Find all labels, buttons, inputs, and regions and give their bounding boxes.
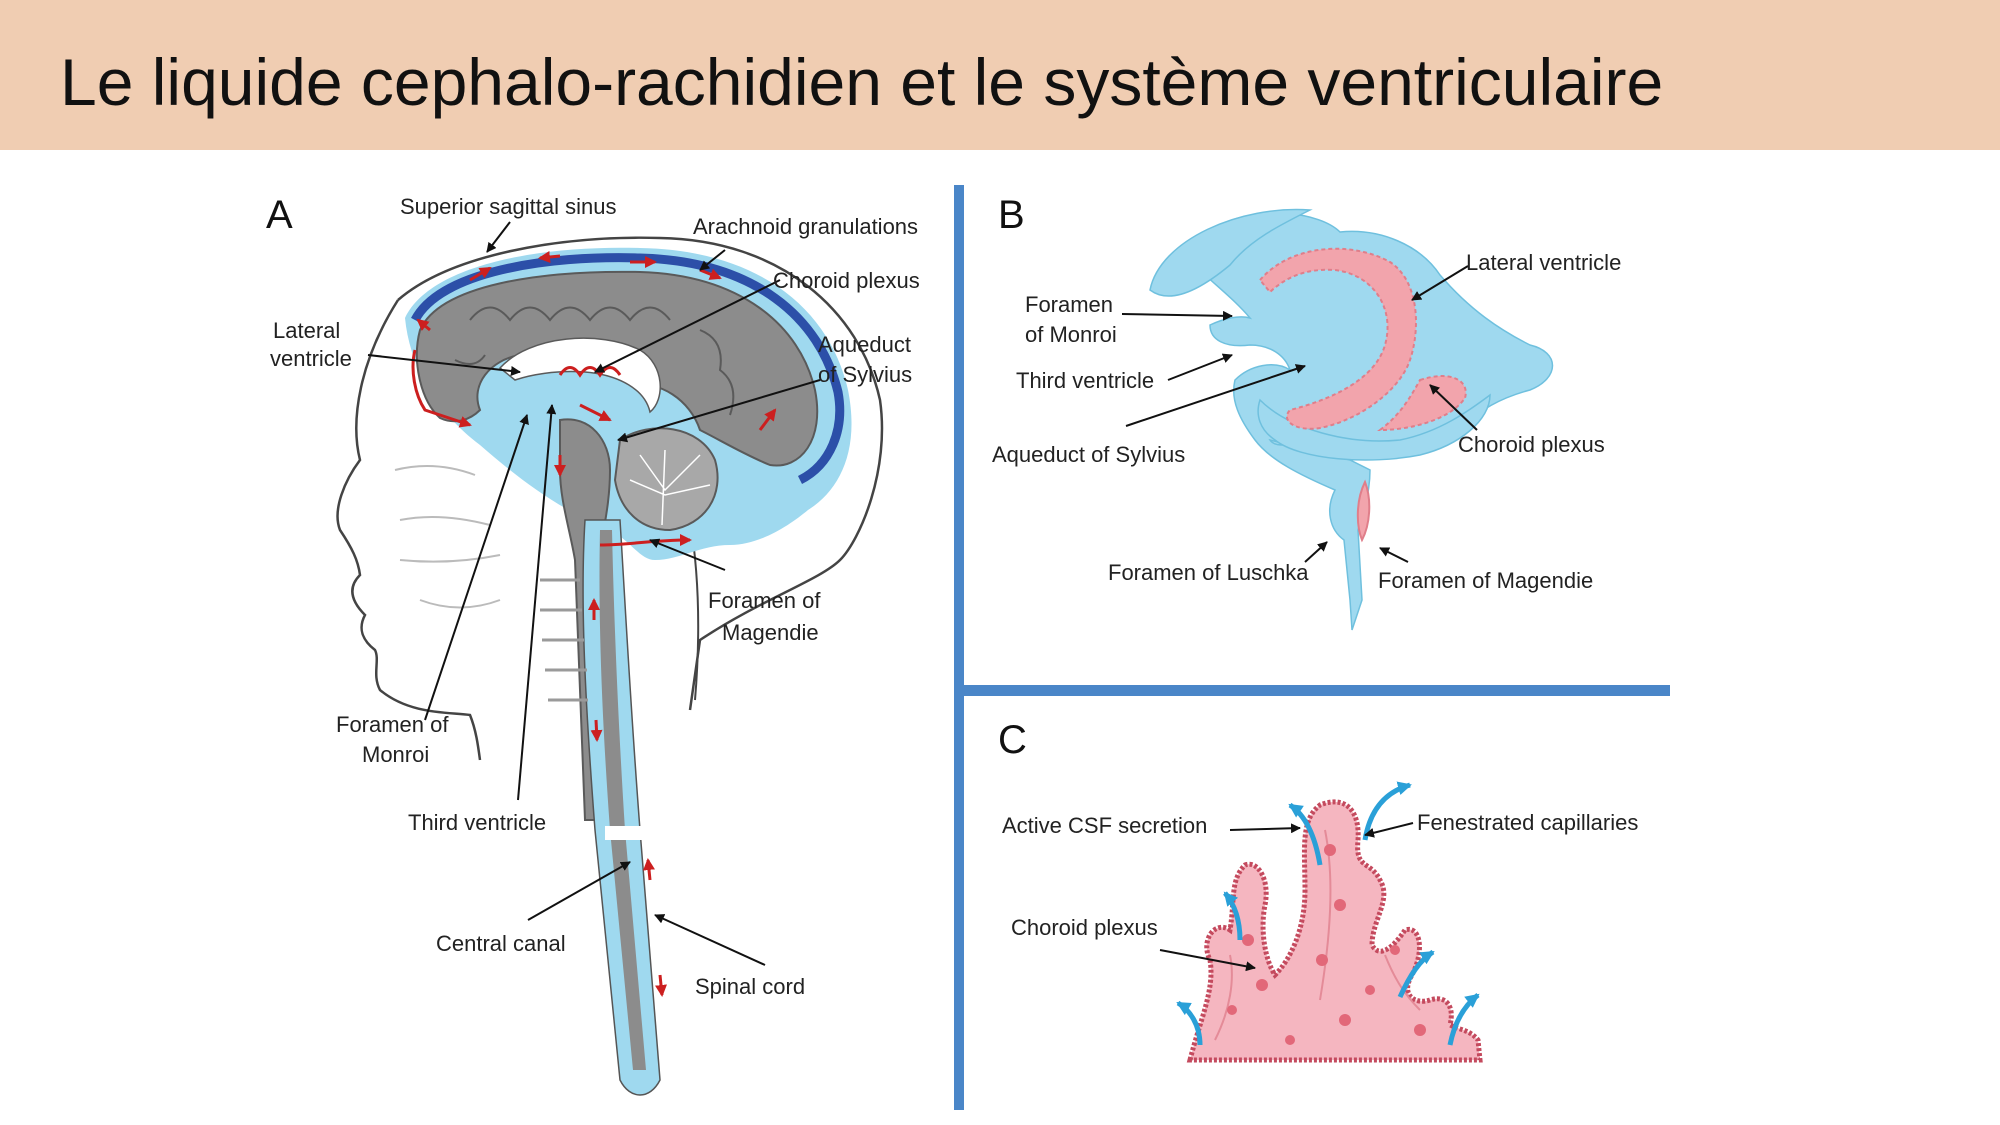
choroid-villi <box>1186 799 1483 1063</box>
head-outline <box>397 236 884 711</box>
fenestrated-capillaries <box>1227 844 1426 1045</box>
choroid-plexus-b-inferior <box>1377 375 1467 432</box>
horizontal-divider <box>964 685 1670 696</box>
inferior-horn <box>1257 393 1491 461</box>
panel-b-letter: B <box>998 193 1025 237</box>
label-choroid-plexus-a: Choroid plexus <box>773 268 920 293</box>
label-foramen-monroi-b-line1: Foramen <box>1025 292 1113 317</box>
label-third-ventricle-a: Third ventricle <box>408 810 546 835</box>
panel-c-leaders <box>1159 822 1414 972</box>
label-foramen-magendie-line1: Foramen of <box>708 588 821 613</box>
lateral-ventricle-lobe <box>1149 208 1313 297</box>
spinal-cord-tissue <box>599 530 646 1070</box>
label-choroid-plexus-b: Choroid plexus <box>1458 432 1605 457</box>
nasal-oral-structures <box>394 465 501 609</box>
label-lateral-ventricle-line1: Lateral <box>273 318 340 343</box>
label-aqueduct-line2: of Sylvius <box>818 362 912 387</box>
label-foramen-magendie-line2: Magendie <box>722 620 819 645</box>
cerebellum-folia <box>629 449 711 526</box>
panel-a-leaders <box>367 221 821 966</box>
vertical-divider <box>954 185 964 1110</box>
choroid-plexus-a <box>558 366 622 378</box>
csf-secretion-arrows <box>1176 781 1480 1046</box>
label-arachnoid-granulations: Arachnoid granulations <box>693 214 918 239</box>
panel-c-letter: C <box>998 718 1027 762</box>
label-fenestrated-capillaries: Fenestrated capillaries <box>1417 810 1638 835</box>
brain-gyri <box>454 306 735 416</box>
label-aqueduct-of-sylvius-b: Aqueduct of Sylvius <box>992 442 1185 467</box>
face-profile <box>336 299 482 761</box>
label-aqueduct-line1: Aqueduct <box>818 332 911 357</box>
panel-a: A <box>266 193 920 1096</box>
panel-b: B Lateral ventricle Foramen of Monroi Th… <box>992 193 1621 631</box>
choroid-plexus-b <box>1258 247 1417 430</box>
label-foramen-monroi-line1: Foramen of <box>336 712 449 737</box>
label-choroid-plexus-c: Choroid plexus <box>1011 915 1158 940</box>
title-band <box>0 0 2000 150</box>
panel-a-letter: A <box>266 193 293 237</box>
label-foramen-of-magendie: Foramen of Magendie <box>1378 568 1593 593</box>
label-lateral-ventricle-line2: ventricle <box>270 346 352 371</box>
label-superior-sagittal-sinus: Superior sagittal sinus <box>400 194 616 219</box>
label-lateral-ventricle-b: Lateral ventricle <box>1466 250 1621 275</box>
slide-title: Le liquide cephalo-rachidien et le systè… <box>60 45 1664 119</box>
label-third-ventricle-b: Third ventricle <box>1016 368 1154 393</box>
spinal-break <box>605 826 650 840</box>
label-foramen-of-luschka: Foramen of Luschka <box>1108 560 1309 585</box>
cervical-vertebrae <box>540 578 588 702</box>
label-foramen-monroi-b-line2: of Monroi <box>1025 322 1117 347</box>
panel-c: C Active CSF secretion Fenestrated ca <box>998 718 1638 1063</box>
cerebellum <box>613 427 719 532</box>
label-foramen-monroi-line2: Monroi <box>362 742 429 767</box>
panel-b-leaders <box>1121 265 1478 563</box>
csf-flow-arrows <box>411 251 777 997</box>
label-central-canal: Central canal <box>436 931 566 956</box>
choroid-plexus-b-fourth <box>1356 479 1371 543</box>
label-spinal-cord: Spinal cord <box>695 974 805 999</box>
label-active-csf-secretion: Active CSF secretion <box>1002 813 1207 838</box>
